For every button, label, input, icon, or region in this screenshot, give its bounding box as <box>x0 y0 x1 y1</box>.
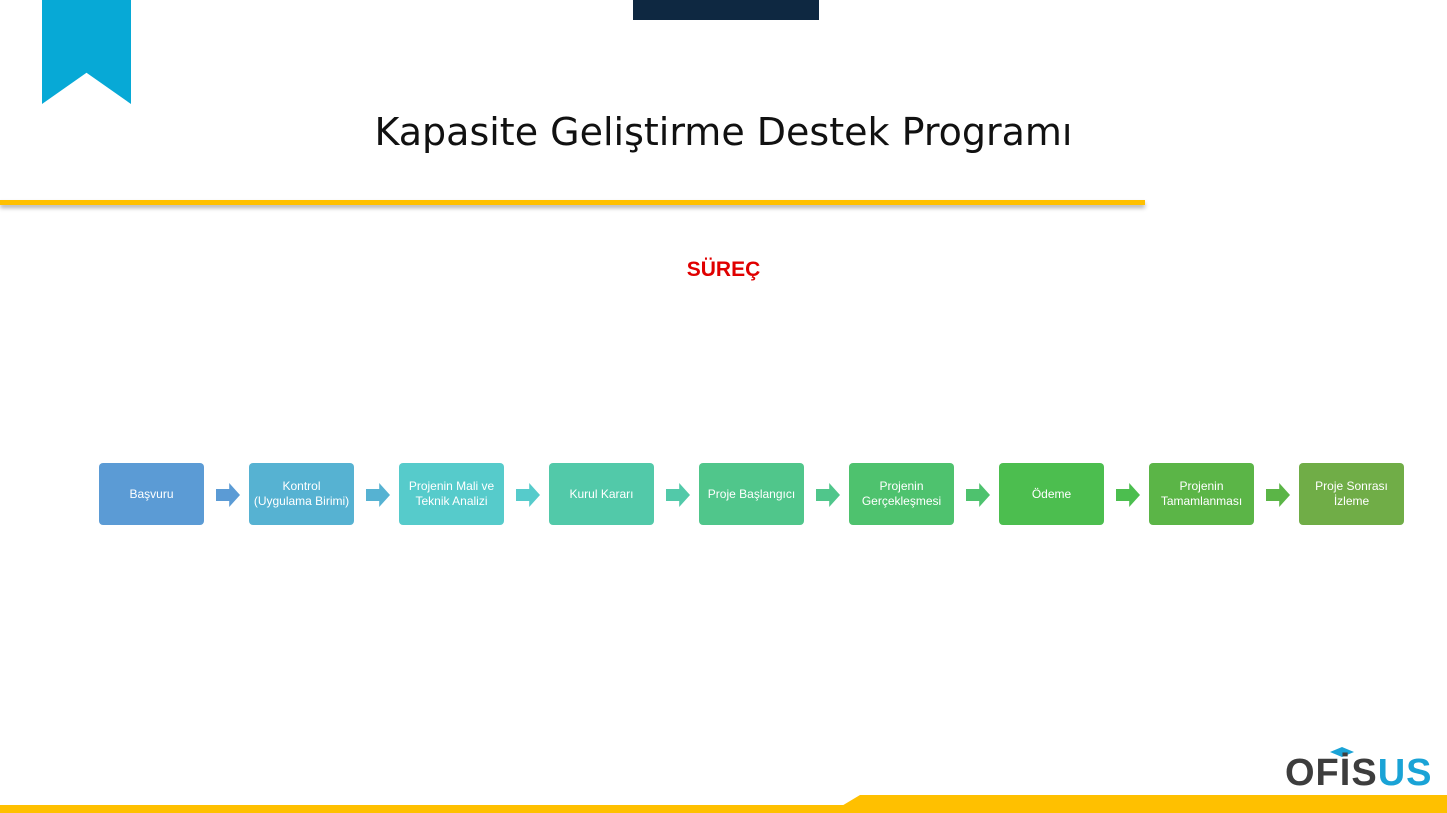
process-step: Kurul Kararı <box>549 463 654 525</box>
footer-accent <box>830 795 1447 813</box>
process-step: Başvuru <box>99 463 204 525</box>
ofisus-logo: OFİSUS <box>1285 752 1432 795</box>
bookmark-ribbon <box>42 0 131 104</box>
arrow-right-icon <box>366 483 390 507</box>
process-step: Proje Sonrası İzleme <box>1299 463 1404 525</box>
process-step: Ödeme <box>999 463 1104 525</box>
process-step: Proje Başlangıcı <box>699 463 804 525</box>
process-step: Projenin Tamamlanması <box>1149 463 1254 525</box>
page-title: Kapasite Geliştirme Destek Programı <box>374 110 1073 154</box>
arrow-right-icon <box>666 483 690 507</box>
arrow-right-icon <box>516 483 540 507</box>
footer-bar <box>0 805 1447 813</box>
arrow-right-icon <box>816 483 840 507</box>
top-accent-bar <box>633 0 819 20</box>
process-step: Projenin Gerçekleşmesi <box>849 463 954 525</box>
process-step: Projenin Mali ve Teknik Analizi <box>399 463 504 525</box>
arrow-right-icon <box>1266 483 1290 507</box>
arrow-right-icon <box>1116 483 1140 507</box>
title-divider <box>0 200 1145 205</box>
graduation-cap-icon <box>1330 747 1354 757</box>
arrow-right-icon <box>966 483 990 507</box>
logo-part1: OFİS <box>1285 752 1378 794</box>
section-title: SÜREÇ <box>686 258 761 281</box>
process-step: Kontrol (Uygulama Birimi) <box>249 463 354 525</box>
logo-part2: US <box>1377 752 1433 794</box>
arrow-right-icon <box>216 483 240 507</box>
